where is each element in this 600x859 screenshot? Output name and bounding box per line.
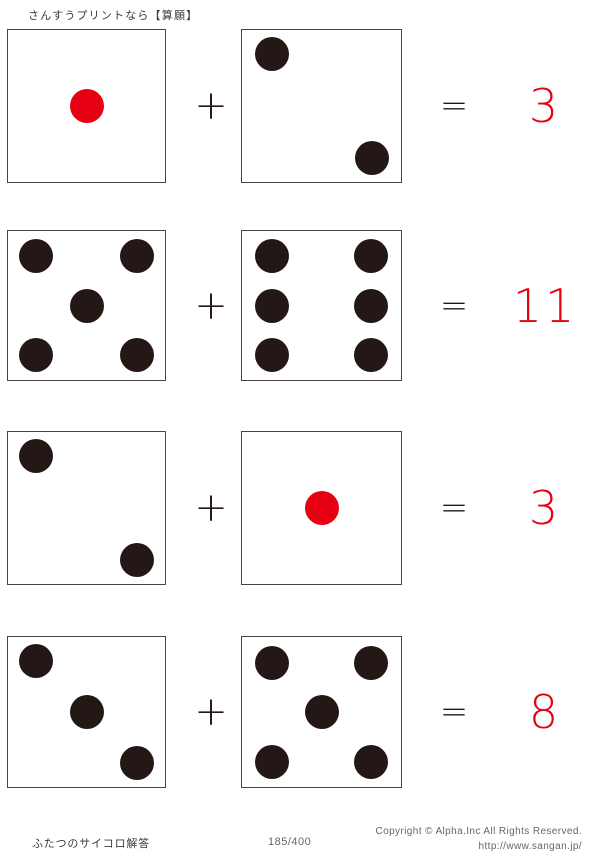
die-pip: [255, 288, 290, 323]
plus-operator: +: [194, 83, 228, 129]
problem-row: + = 11: [0, 230, 600, 381]
die-pip: [119, 746, 154, 780]
die-left: [7, 636, 166, 788]
die-pip: [353, 744, 388, 779]
equals-operator: =: [439, 488, 469, 528]
equals-operator: =: [439, 285, 469, 326]
equals-operator: =: [439, 86, 469, 126]
page-number: 185/400: [268, 836, 312, 848]
copyright-text: Copyright © Alpha.Inc All Rights Reserve…: [375, 826, 582, 837]
answer-value: 8: [528, 685, 562, 739]
die-pip: [255, 37, 290, 72]
die-pip: [69, 695, 104, 729]
die-pip: [255, 744, 290, 779]
plus-operator: +: [194, 282, 228, 329]
die-pip: [353, 645, 388, 680]
die-pip: [119, 542, 154, 577]
problem-row: + = 8: [0, 636, 600, 788]
die-pip: [355, 140, 390, 175]
equals-operator: =: [439, 692, 469, 732]
die-pip: [353, 337, 388, 372]
die-right: [241, 29, 402, 183]
die-right: [241, 636, 402, 788]
die-left: [7, 431, 166, 585]
die-pip: [19, 337, 54, 372]
die-right: [241, 230, 402, 381]
die-pip: [255, 645, 290, 680]
problem-row: + = 3: [0, 431, 600, 585]
answer-value: 11: [512, 278, 578, 333]
answer-value: 3: [528, 79, 562, 133]
site-url[interactable]: http://www.sangan.jp/: [478, 841, 582, 852]
die-pip: [19, 644, 54, 678]
die-pip: [69, 288, 104, 323]
die-pip: [304, 695, 339, 729]
answer-value: 3: [528, 481, 562, 535]
die-pip: [255, 239, 290, 274]
die-pip: [304, 491, 339, 525]
problem-row: + = 3: [0, 29, 600, 183]
die-left: [7, 230, 166, 381]
die-left: [7, 29, 166, 183]
die-pip: [119, 239, 154, 274]
die-pip: [19, 239, 54, 274]
die-pip: [255, 337, 290, 372]
die-pip: [353, 288, 388, 323]
plus-operator: +: [194, 689, 228, 735]
die-pip: [69, 89, 104, 123]
die-right: [241, 431, 402, 585]
die-pip: [353, 239, 388, 274]
worksheet-label: ふたつのサイコロ解答: [32, 837, 150, 850]
die-pip: [19, 439, 54, 474]
plus-operator: +: [194, 485, 228, 531]
die-pip: [119, 337, 154, 372]
page-title: さんすうプリントなら【算願】: [28, 9, 199, 22]
